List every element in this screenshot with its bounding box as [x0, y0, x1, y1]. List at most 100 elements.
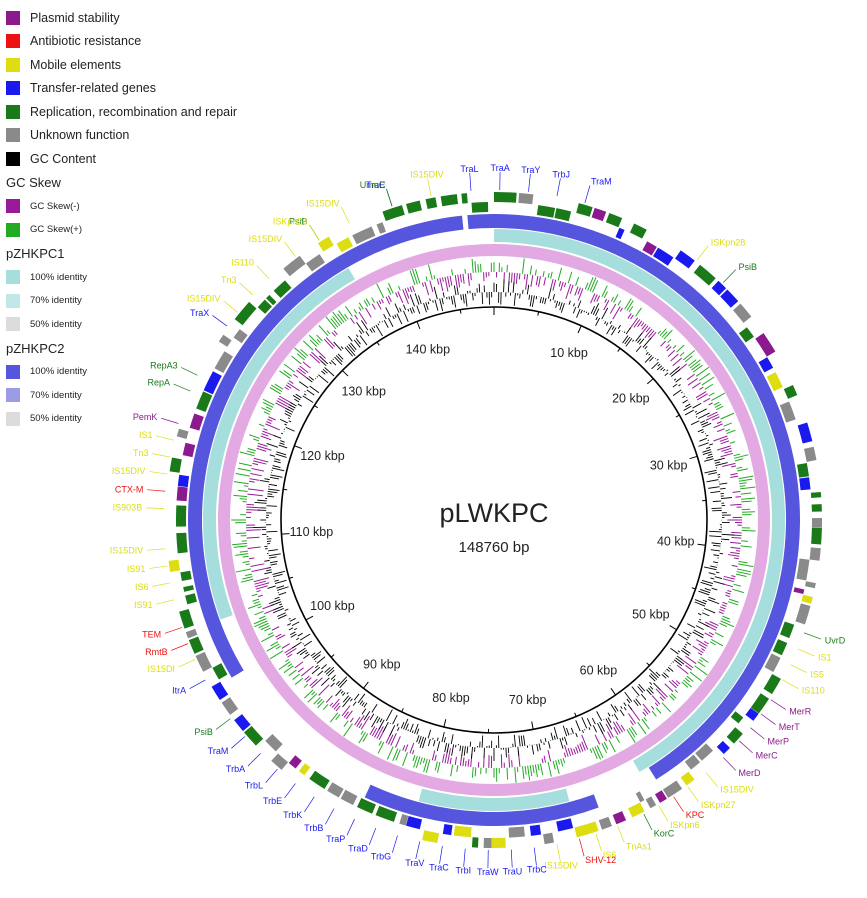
- gc-skew-bar: [271, 626, 280, 631]
- gene-label: IS110: [802, 686, 825, 696]
- gc-skew-bar: [294, 347, 307, 359]
- gene-label: TrbJ: [552, 169, 570, 179]
- gc-skew-bar: [266, 421, 272, 425]
- gene-label: PemK: [133, 412, 158, 422]
- gene-block: [422, 830, 440, 844]
- gc-content-bar: [553, 735, 556, 740]
- gc-content-bar: [273, 573, 283, 578]
- gc-skew-bar: [434, 754, 437, 761]
- gc-content-bar: [583, 310, 585, 313]
- kbp-label: 90 kbp: [363, 658, 401, 672]
- gc-skew-bar: [558, 281, 562, 287]
- gene-block: [233, 329, 248, 344]
- gc-content-bar: [560, 303, 565, 313]
- gc-content-bar: [613, 713, 619, 721]
- gene-block: [758, 357, 774, 373]
- gc-content-bar: [396, 723, 399, 727]
- gc-skew-bar: [672, 357, 683, 367]
- gene-block: [720, 289, 739, 308]
- gene-label: IS15DIV: [112, 466, 146, 476]
- gene-leader-line: [415, 841, 421, 860]
- gc-skew-bar: [729, 441, 736, 444]
- gc-content-bar: [686, 641, 692, 646]
- gene-block: [730, 711, 744, 724]
- gc-content-bar: [695, 625, 704, 631]
- gc-skew-bar: [232, 542, 248, 546]
- gc-content-bar: [274, 579, 279, 582]
- gc-skew-bar: [233, 545, 248, 548]
- gene-label: TnAs1: [626, 841, 652, 851]
- gc-skew-bar: [385, 296, 391, 305]
- gene-block: [494, 192, 517, 203]
- gc-content-bar: [330, 360, 337, 366]
- gc-skew-bar: [257, 445, 272, 451]
- gc-content-bar: [472, 292, 474, 301]
- gc-skew-bar: [524, 765, 527, 775]
- gc-content-bar: [296, 637, 300, 641]
- gc-skew-bar: [734, 458, 744, 462]
- gc-content-bar: [344, 347, 353, 357]
- gene-label: TraX: [190, 308, 209, 318]
- gc-skew-bar: [732, 588, 744, 594]
- gc-skew-bar: [271, 384, 283, 392]
- gene-leader-line: [782, 679, 799, 690]
- legend-item: Antibiotic resistance: [6, 30, 256, 54]
- kbp-label: 50 kbp: [632, 607, 670, 621]
- gc-content-bar: [434, 299, 439, 311]
- gc-content-bar: [444, 742, 448, 753]
- gc-content-bar: [383, 319, 389, 328]
- gc-skew-bar: [311, 691, 316, 696]
- gene-block: [273, 280, 292, 298]
- gc-content-bar: [636, 696, 638, 698]
- gc-content-bar: [559, 738, 564, 749]
- gc-skew-bar: [711, 639, 724, 647]
- gc-content-bar: [478, 283, 481, 293]
- gc-content-bar: [700, 588, 711, 594]
- gene-block: [196, 391, 213, 413]
- gene-block: [536, 205, 556, 218]
- gc-skew-bar: [695, 366, 710, 377]
- gene-label: IS1: [818, 653, 832, 663]
- gc-skew-bar: [309, 339, 318, 347]
- gene-block: [662, 780, 683, 798]
- gc-skew-bar: [577, 744, 581, 753]
- gene-leader-line: [386, 188, 393, 207]
- gc-content-bar: [694, 410, 698, 413]
- gc-skew-bar: [511, 760, 513, 768]
- gene-label: TrbG: [371, 852, 391, 862]
- gene-block: [793, 587, 805, 595]
- gc-content-bar: [704, 607, 716, 614]
- gc-skew-bar: [437, 761, 441, 773]
- gc-content-bar: [707, 599, 720, 605]
- gene-label: CTX-M: [115, 484, 144, 494]
- gc-content-bar: [558, 301, 561, 307]
- gc-skew-bar: [570, 747, 574, 756]
- gc-skew-bar: [552, 760, 556, 770]
- gc-content-bar: [346, 345, 356, 357]
- gc-content-bar: [704, 458, 714, 462]
- gene-leader-line: [750, 727, 765, 740]
- gc-skew-bar: [395, 736, 401, 748]
- gc-skew-bar: [529, 265, 533, 275]
- gc-skew-bar: [692, 364, 703, 373]
- gc-content-bar: [683, 405, 692, 411]
- gc-content-bar: [682, 399, 689, 404]
- gc-skew-bar: [532, 764, 535, 774]
- gc-content-bar: [661, 673, 667, 679]
- gc-skew-bar: [654, 702, 659, 707]
- gc-content-bar: [361, 702, 365, 707]
- gc-skew-bar: [233, 481, 249, 485]
- gc-content-bar: [409, 307, 413, 314]
- gc-content-bar: [304, 390, 306, 393]
- gc-content-bar: [369, 328, 373, 333]
- gc-skew-bar: [329, 702, 334, 707]
- gc-content-bar: [264, 571, 273, 575]
- gc-skew-bar: [323, 338, 334, 349]
- gc-content-bar: [319, 355, 329, 365]
- gc-skew-bar: [278, 395, 293, 405]
- gc-content-bar: [324, 666, 331, 673]
- gc-content-bar: [698, 412, 710, 420]
- gc-skew-bar: [575, 746, 579, 754]
- gc-content-bar: [352, 701, 357, 706]
